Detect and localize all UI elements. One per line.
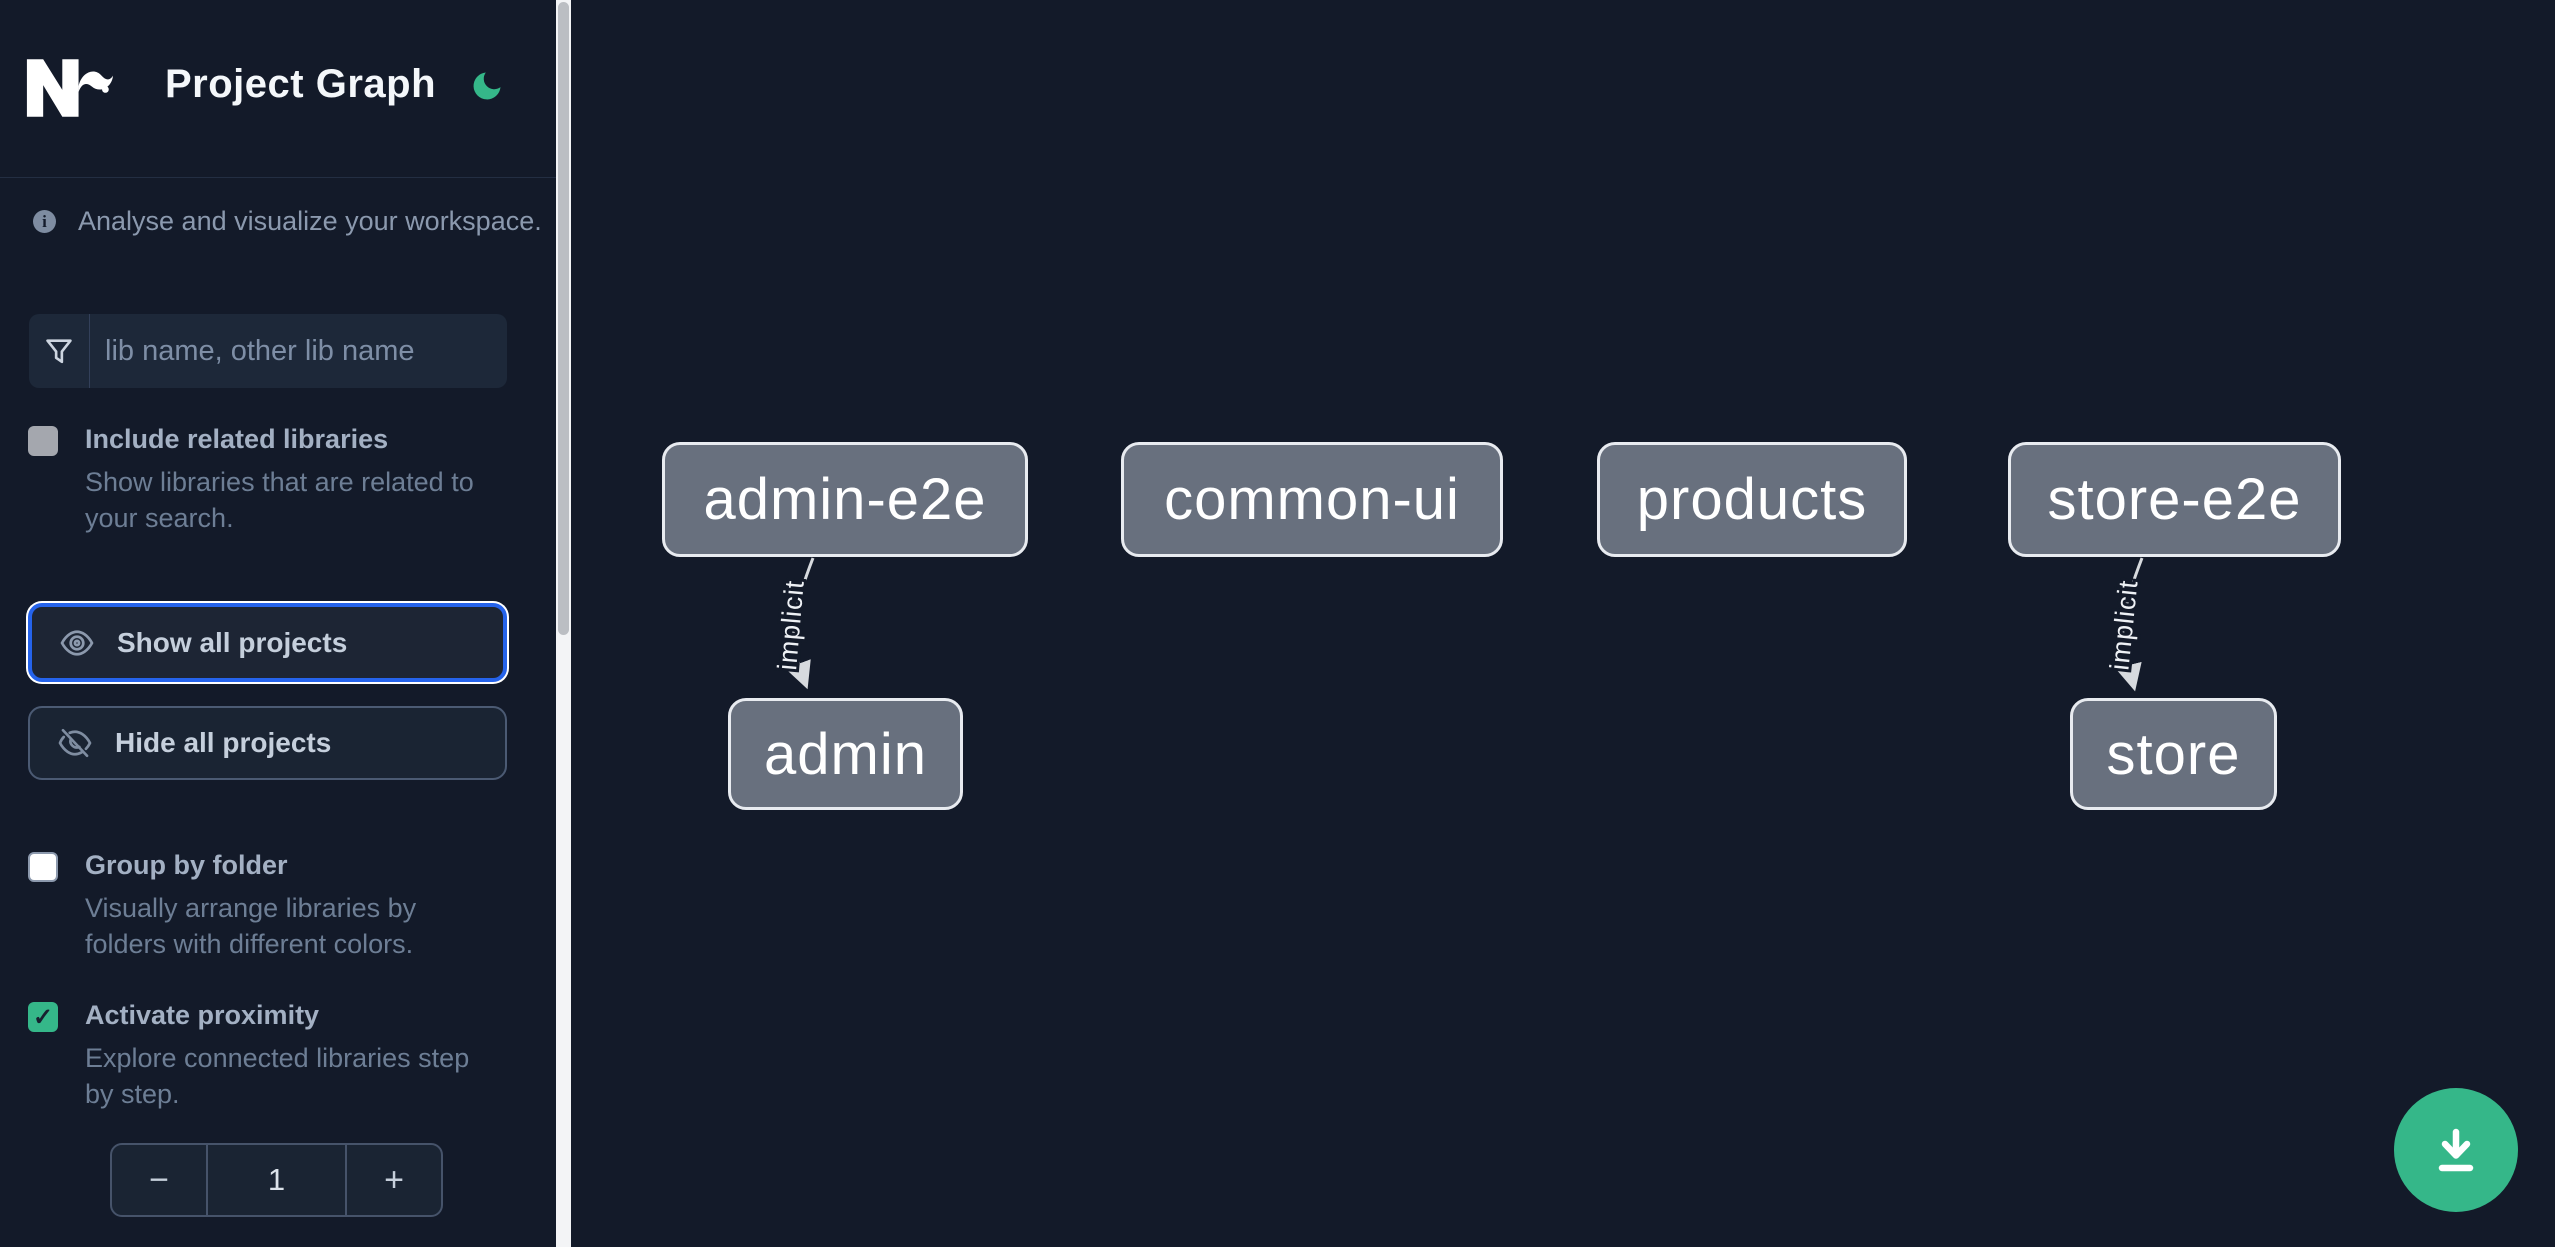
filter-funnel-cell bbox=[29, 314, 90, 388]
description-line: by step. bbox=[85, 1079, 180, 1109]
show-all-projects-label: Show all projects bbox=[117, 626, 348, 658]
option-activate-proximity: ✓ Activate proximity Explore connected l… bbox=[28, 1000, 508, 1112]
sidebar-header: Project Graph bbox=[0, 0, 556, 178]
node-products[interactable]: products bbox=[1597, 442, 1907, 557]
graph-edges: implicit implicit bbox=[769, 557, 2147, 692]
search-input[interactable] bbox=[90, 314, 507, 388]
sidebar: Project Graph i Analyse and visualize yo… bbox=[0, 0, 571, 1247]
edge-label-implicit: implicit bbox=[2104, 578, 2143, 671]
node-common-ui[interactable]: common-ui bbox=[1121, 442, 1503, 557]
option-include-related: Include related libraries Show libraries… bbox=[28, 424, 508, 536]
activate-proximity-label: Activate proximity bbox=[85, 1000, 320, 1030]
include-related-checkbox[interactable] bbox=[28, 426, 58, 456]
group-by-folder-description: Visually arrange libraries by folders wi… bbox=[85, 890, 416, 962]
info-text: Analyse and visualize your workspace. bbox=[78, 206, 542, 236]
edge-admin-e2e-to-admin[interactable] bbox=[785, 557, 815, 690]
description-line: Explore connected libraries step bbox=[85, 1043, 470, 1073]
node-admin-e2e[interactable]: admin-e2e bbox=[662, 442, 1028, 557]
stepper-value: 1 bbox=[267, 1162, 286, 1197]
download-graph-button[interactable] bbox=[2394, 1088, 2518, 1212]
include-related-label: Include related libraries bbox=[85, 424, 389, 454]
activate-proximity-checkbox[interactable]: ✓ bbox=[28, 1002, 58, 1032]
increment-button[interactable]: + bbox=[345, 1145, 441, 1215]
edge-store-e2e-to-store[interactable] bbox=[2115, 557, 2144, 692]
description-line: your search. bbox=[85, 503, 234, 533]
description-line: folders with different colors. bbox=[85, 929, 414, 959]
search-box bbox=[29, 314, 507, 388]
description-line: Visually arrange libraries by bbox=[85, 893, 417, 923]
activate-proximity-description: Explore connected libraries step by step… bbox=[85, 1040, 469, 1112]
funnel-icon bbox=[46, 339, 72, 364]
show-all-projects-button[interactable]: Show all projects bbox=[28, 603, 507, 682]
decrement-button[interactable]: − bbox=[112, 1145, 208, 1215]
hide-all-projects-label: Hide all projects bbox=[115, 727, 332, 758]
option-group-by-folder: Group by folder Visually arrange librari… bbox=[28, 850, 508, 962]
eye-icon bbox=[60, 629, 94, 656]
dark-mode-toggle[interactable] bbox=[468, 68, 506, 106]
info-icon: i bbox=[33, 210, 56, 233]
nx-logo-icon bbox=[26, 59, 113, 117]
group-by-folder-label: Group by folder bbox=[85, 850, 288, 880]
proximity-depth-stepper: − 1 + bbox=[110, 1143, 443, 1217]
group-by-folder-checkbox[interactable] bbox=[28, 852, 58, 882]
include-related-description: Show libraries that are related to your … bbox=[85, 464, 474, 536]
info-row: i Analyse and visualize your workspace. bbox=[33, 206, 542, 237]
moon-icon bbox=[473, 72, 501, 100]
node-store-e2e[interactable]: store-e2e bbox=[2008, 442, 2341, 557]
eye-off-icon bbox=[58, 728, 92, 758]
project-graph-canvas[interactable]: implicit implicit admin-e2e common-ui pr… bbox=[571, 0, 2555, 1247]
edge-label-implicit: implicit bbox=[772, 579, 810, 672]
hide-all-projects-button[interactable]: Hide all projects bbox=[28, 706, 507, 780]
page-title: Project Graph bbox=[165, 62, 437, 106]
sidebar-scrollbar-thumb[interactable] bbox=[558, 2, 569, 635]
node-store[interactable]: store bbox=[2070, 698, 2277, 810]
node-admin[interactable]: admin bbox=[728, 698, 963, 810]
download-icon bbox=[2438, 1128, 2474, 1172]
description-line: Show libraries that are related to bbox=[85, 467, 474, 497]
divider bbox=[0, 177, 556, 178]
